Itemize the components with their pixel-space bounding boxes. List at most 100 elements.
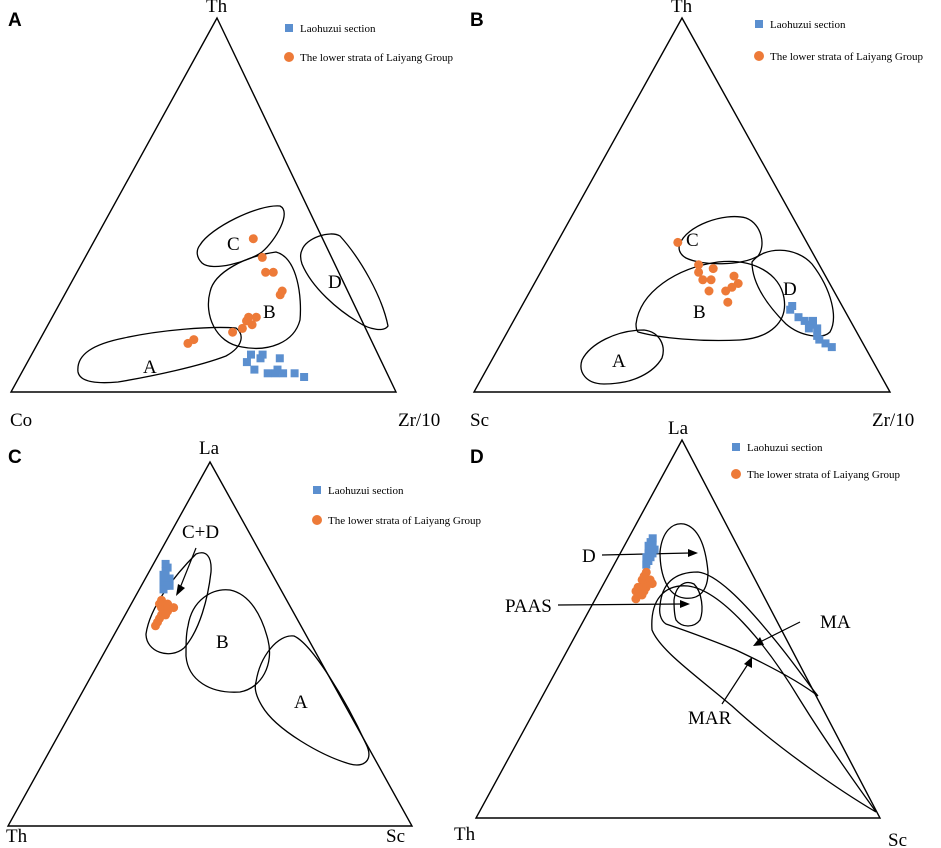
pointer-arrow-line-ma: [759, 621, 801, 643]
data-point-laiyang-2-11: [151, 621, 160, 631]
data-point-laiyang-1-11: [727, 282, 737, 292]
legend-label-laiyang-b: The lower strata of Laiyang Group: [770, 51, 924, 63]
pointer-arrow-head-ma: [753, 637, 764, 646]
field-label-mar-d: MAR: [688, 708, 732, 729]
field-boundary-a: [77, 326, 242, 384]
panel-b: B Th Sc Zr/10 C B D A Laohuzui section T…: [470, 0, 924, 431]
legend-label-laohuzui-c: Laohuzui section: [328, 485, 404, 497]
field-label-d-d: D: [582, 546, 596, 567]
apex-right-d: Sc: [888, 830, 907, 848]
field-label-d-a: D: [328, 272, 342, 293]
data-point-laiyang-1-9: [723, 297, 733, 307]
apex-right-a: Zr/10: [398, 410, 440, 431]
legend-b: Laohuzui section The lower strata of Lai…: [754, 19, 924, 63]
data-point-laiyang-0-3: [261, 267, 271, 277]
data-point-laiyang-1-5: [729, 271, 739, 281]
field-boundary-mar: [651, 585, 877, 813]
legend-d: Laohuzui section The lower strata of Lai…: [731, 442, 901, 481]
field-label-b-a: B: [263, 302, 276, 323]
ternary-triangle-a: [9, 16, 398, 393]
pointer-arrow-head-mar: [744, 657, 752, 668]
apex-top-a: Th: [206, 0, 228, 17]
apex-top-c: La: [199, 438, 220, 459]
legend-label-laiyang-a: The lower strata of Laiyang Group: [300, 52, 454, 64]
data-point-laiyang-0-0: [248, 234, 258, 244]
field-boundary-b: [635, 260, 786, 342]
ternary-triangle-c: [6, 460, 414, 827]
data-point-laohuzui-1-9: [827, 343, 836, 352]
field-label-b-c: B: [216, 632, 229, 653]
field-label-ma-d: MA: [820, 612, 851, 633]
legend-label-laohuzui-d: Laohuzui section: [747, 442, 823, 454]
data-point-laohuzui-2-9: [165, 581, 174, 590]
field-boundary-d: [299, 233, 389, 331]
field-label-a-a: A: [143, 357, 157, 378]
data-point-laiyang-1-8: [704, 286, 714, 296]
legend-label-laiyang-d: The lower strata of Laiyang Group: [747, 469, 901, 481]
field-label-d-b: D: [783, 279, 797, 300]
compositional-fields-b: C B D A: [580, 216, 834, 385]
panel-label-a: A: [8, 10, 22, 31]
panel-d: D La Th Sc D PAAS MA MAR Laohuzui sect: [454, 418, 907, 848]
legend-label-laiyang-c: The lower strata of Laiyang Group: [328, 515, 482, 527]
legend-label-laohuzui-a: Laohuzui section: [300, 23, 376, 35]
data-point-laiyang-0-11: [247, 320, 257, 330]
field-boundary-b: [185, 589, 271, 693]
data-point-laohuzui-0-1: [290, 369, 299, 378]
data-point-laohuzui-2-7: [165, 574, 174, 583]
panel-label-b: B: [470, 10, 484, 31]
data-point-laohuzui-3-11: [650, 545, 659, 554]
apex-left-c: Th: [6, 826, 28, 847]
data-point-laiyang-1-0: [673, 237, 683, 247]
data-point-laohuzui-1-7: [821, 339, 830, 348]
data-point-laohuzui-0-8: [242, 358, 251, 367]
pointer-arrow-head-d-field: [688, 549, 698, 557]
data-point-laiyang-1-3: [708, 264, 718, 274]
legend-marker-laiyang-c: [312, 515, 322, 525]
field-boundary-a: [580, 329, 664, 385]
panel-c: C La Th Sc C+D B A Laohuzui section The …: [6, 438, 482, 847]
apex-left-a: Co: [10, 410, 32, 431]
data-point-laiyang-0-8: [237, 323, 247, 333]
legend-marker-laohuzui-d: [732, 443, 740, 451]
apex-left-b: Sc: [470, 410, 489, 431]
data-point-laohuzui-1-4: [813, 324, 822, 333]
legend-marker-laiyang-d: [731, 469, 741, 479]
apex-right-c: Sc: [386, 826, 405, 847]
data-point-laohuzui-0-9: [247, 350, 255, 359]
field-boundary-d: [659, 523, 709, 599]
data-point-laiyang-0-9: [228, 327, 238, 337]
panel-label-c: C: [8, 447, 22, 468]
field-boundary-c: [196, 205, 285, 268]
apex-top-d: La: [668, 418, 689, 439]
data-point-laiyang-0-2: [268, 267, 278, 277]
data-point-laohuzui-0-4: [250, 365, 259, 374]
data-point-laohuzui-0-10: [271, 369, 280, 378]
data-point-laohuzui-1-1: [794, 313, 803, 322]
pointer-arrow-line-mar: [721, 663, 749, 705]
compositional-fields-a: C B D A: [77, 205, 389, 384]
legend-marker-laohuzui-a: [285, 24, 293, 32]
data-point-laiyang-1-10: [706, 275, 716, 285]
data-markers-a: [183, 234, 309, 381]
data-point-laiyang-1-2: [694, 267, 704, 277]
field-boundary-ma: [659, 571, 819, 697]
panel-label-d: D: [470, 447, 484, 468]
data-point-laiyang-0-1: [257, 252, 267, 262]
data-point-laiyang-1-4: [698, 275, 708, 285]
legend-marker-laiyang-b: [754, 51, 764, 61]
data-point-laohuzui-3-9: [642, 560, 651, 569]
apex-left-d: Th: [454, 824, 476, 845]
field-label-a-b: A: [612, 351, 626, 372]
data-point-laiyang-3-16: [637, 590, 647, 600]
field-boundary-b: [207, 251, 302, 349]
panel-a: A Th Co Zr/10 C B D A Laohuzui section T…: [8, 0, 454, 431]
data-point-laiyang-0-6: [251, 312, 261, 322]
field-label-a-c: A: [294, 692, 308, 713]
legend-c: Laohuzui section The lower strata of Lai…: [312, 485, 482, 527]
data-point-laiyang-2-13: [169, 603, 179, 613]
field-boundary-paas: [673, 581, 703, 627]
field-label-c-a: C: [227, 234, 240, 255]
data-markers-b: [673, 237, 836, 352]
